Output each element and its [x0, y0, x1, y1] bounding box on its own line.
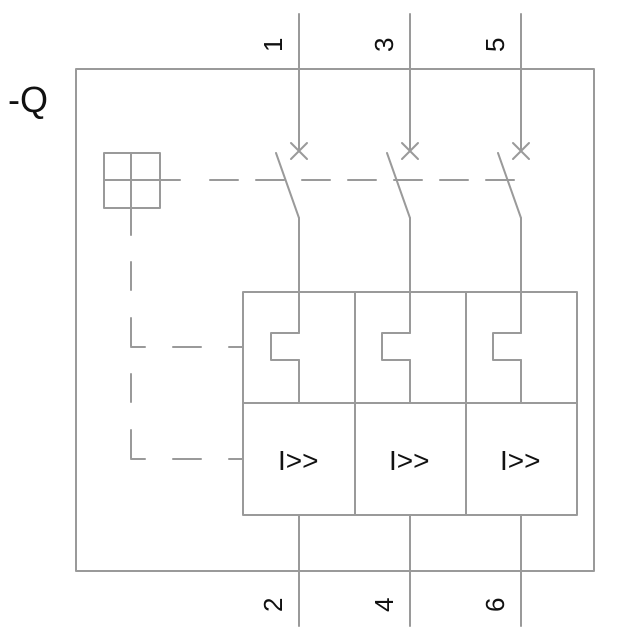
contact-x-icon — [512, 142, 530, 160]
terminal-3-label: 3 — [369, 38, 399, 52]
contact-x-icon — [290, 142, 308, 160]
terminal-5-label: 5 — [480, 38, 510, 52]
terminal-2-label: 2 — [258, 598, 288, 612]
magnetic-trip-label-1: I>> — [278, 445, 318, 476]
terminal-4-label: 4 — [369, 598, 399, 612]
switch-blade — [275, 152, 300, 219]
magnetic-trip-label-3: I>> — [500, 445, 540, 476]
pole-2: 3 I>> 4 — [369, 13, 429, 627]
switch-blade — [386, 152, 411, 219]
thermal-trip-icon — [381, 332, 411, 361]
manual-operator-icon — [103, 152, 161, 209]
pole-3: 5 I>> 6 — [480, 13, 540, 627]
terminal-6-label: 6 — [480, 598, 510, 612]
enclosure-box — [75, 68, 595, 572]
contact-x-icon — [401, 142, 419, 160]
switch-blade — [497, 152, 522, 219]
thermal-trip-icon — [492, 332, 522, 361]
thermal-trip-icon — [270, 332, 300, 361]
designation-label: -Q — [8, 79, 48, 120]
terminal-1-label: 1 — [258, 38, 288, 52]
pole-1: 1 I>> 2 — [258, 13, 318, 627]
magnetic-trip-label-2: I>> — [389, 445, 429, 476]
